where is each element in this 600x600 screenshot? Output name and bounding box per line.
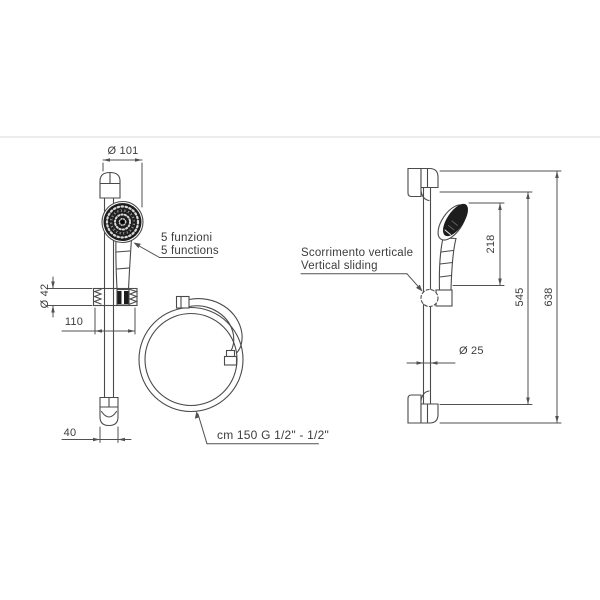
wall-bracket-bottom-side — [407, 390, 439, 424]
hose-fitting-left — [175, 295, 190, 309]
wall-bracket-bottom-front — [99, 396, 119, 427]
shower-handle-side — [438, 237, 457, 291]
section-divider-line — [0, 136, 600, 138]
hose-coil-drawing — [138, 295, 319, 445]
vertical-sliding-label: Scorrimento verticale Vertical sliding — [301, 247, 413, 272]
functions-label-en: 5 functions — [161, 244, 219, 257]
functions-label: 5 funzioni 5 functions — [161, 232, 219, 257]
front-view-drawing — [46, 158, 214, 443]
dimension-head-travel — [452, 202, 505, 286]
head-travel-label: 218 — [485, 234, 497, 254]
dimension-slider-diameter — [46, 276, 93, 318]
rail-span-label: 545 — [514, 287, 526, 307]
dimension-head-diameter — [102, 158, 143, 208]
shower-head-side — [437, 203, 469, 241]
dimension-rail-span — [439, 191, 533, 405]
slider-width-label: 110 — [64, 316, 84, 328]
functions-leader-line — [133, 242, 214, 258]
side-view-drawing — [300, 167, 562, 424]
total-height-label: 638 — [543, 287, 555, 307]
functions-label-it: 5 funzioni — [161, 232, 213, 244]
slider-diameter-label: Ø 42 — [39, 283, 51, 309]
shower-handle-front — [115, 238, 133, 290]
hose-fitting-inner — [223, 349, 238, 366]
bracket-width-label: 40 — [63, 426, 77, 439]
hose-leader-line — [194, 411, 319, 445]
wall-bracket-top-front — [99, 171, 121, 199]
hose-coil — [138, 298, 244, 413]
shower-head-front — [101, 200, 144, 244]
sliding-leader-line — [300, 273, 423, 292]
slider-bracket-front — [92, 287, 139, 307]
dimension-bracket-width — [61, 426, 132, 443]
dimension-rail-diameter — [406, 361, 456, 365]
hose-length-label: cm 150 G 1/2" - 1/2" — [217, 428, 329, 442]
slider-knob-side — [420, 288, 439, 308]
vertical-sliding-label-it: Scorrimento verticale — [301, 247, 414, 259]
dimension-slider-width — [61, 307, 136, 335]
rail-diameter-label: Ø 25 — [459, 344, 484, 357]
wall-bracket-top-side — [407, 167, 439, 202]
head-diameter-label: Ø 101 — [107, 145, 139, 157]
dimension-total-height — [439, 170, 562, 424]
vertical-sliding-label-en: Vertical sliding — [301, 259, 378, 272]
